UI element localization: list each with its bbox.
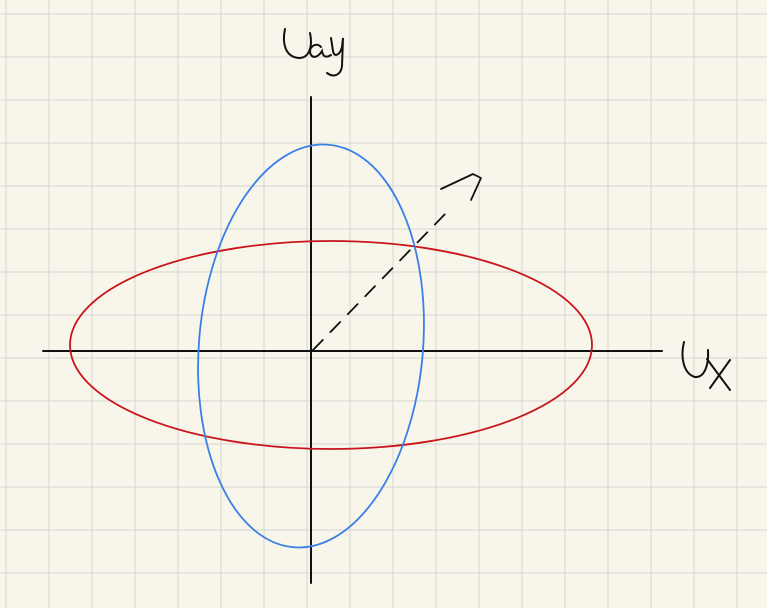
y-axis-label <box>282 28 344 77</box>
dashed-arrow <box>312 173 482 351</box>
arrowhead-icon <box>440 173 482 201</box>
x-axis-label <box>681 341 731 391</box>
vertical-ellipse <box>197 143 425 549</box>
horizontal-ellipse <box>69 240 593 450</box>
